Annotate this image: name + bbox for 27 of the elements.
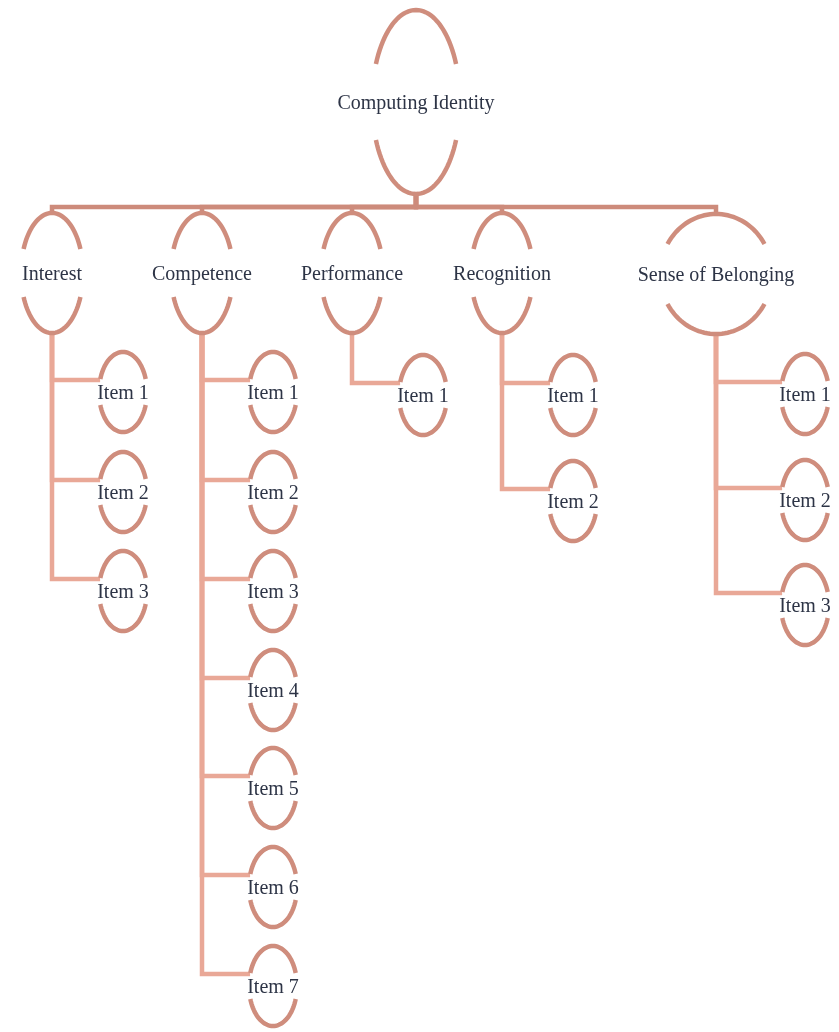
node-label: Item 1 [397, 384, 449, 406]
node-label: Item 2 [97, 481, 149, 503]
node-label: Performance [300, 262, 404, 284]
connector-line [49, 333, 101, 582]
node-label: Item 3 [247, 580, 299, 602]
node-label: Item 3 [97, 580, 149, 602]
node-label: Item 6 [247, 876, 299, 898]
node-label: Recognition [453, 262, 551, 284]
node-label: Item 3 [779, 594, 831, 616]
node-label: Sense of Belonging [637, 263, 795, 285]
node-label: Item 1 [247, 381, 299, 403]
node-label: Item 2 [779, 489, 831, 511]
node-label: Computing Identity [337, 91, 495, 113]
node-label: Item 2 [547, 490, 599, 512]
connector-line [349, 333, 401, 386]
node-label: Item 4 [247, 679, 299, 701]
node-label: Item 7 [247, 975, 299, 997]
node-label: Item 5 [247, 777, 299, 799]
node-label: Item 1 [97, 381, 149, 403]
node-label: Competence [152, 262, 252, 284]
connector-line [713, 334, 783, 596]
connector-line [413, 194, 719, 214]
connector-line [499, 333, 551, 492]
node-label: Interest [22, 262, 82, 284]
node-label: Item 1 [779, 383, 831, 405]
node-label: Item 1 [547, 384, 599, 406]
node-label: Item 2 [247, 481, 299, 503]
